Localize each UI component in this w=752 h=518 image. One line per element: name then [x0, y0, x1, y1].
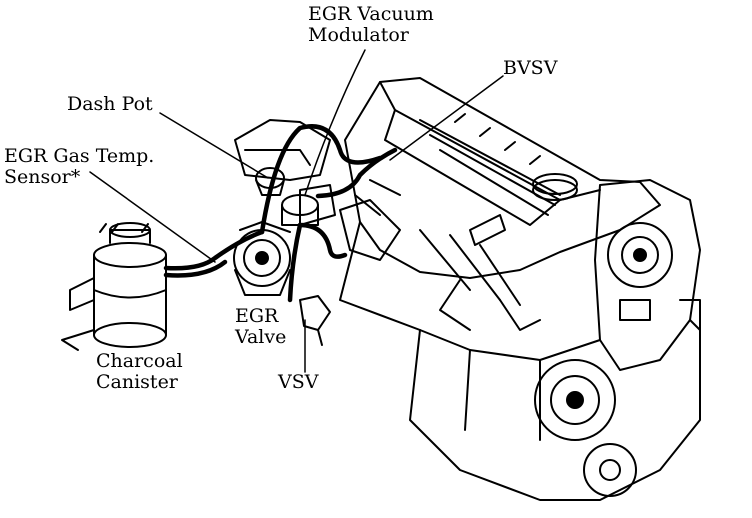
engine-block	[339, 77, 701, 501]
label-egr-gas-temp-sensor: EGR Gas Temp. Sensor*	[4, 146, 154, 188]
charcoal-canister-body	[61, 222, 167, 351]
label-bvsv: BVSV	[503, 57, 558, 79]
throttle-body	[234, 119, 336, 226]
vacuum-hoses	[163, 124, 398, 303]
leader-lines	[89, 49, 504, 373]
label-egr-gas-temp-sensor-line2: Sensor*	[4, 166, 81, 188]
label-charcoal-canister-line1: Charcoal	[96, 350, 183, 372]
label-charcoal-canister: Charcoal Canister	[96, 351, 183, 393]
label-dash-pot: Dash Pot	[67, 93, 153, 115]
label-egr-vacuum-modulator-line1: EGR Vacuum	[308, 3, 434, 25]
label-egr-vacuum-modulator-line2: Modulator	[308, 24, 409, 46]
label-charcoal-canister-line2: Canister	[96, 371, 178, 393]
vsv-body	[299, 295, 331, 346]
label-egr-valve-line1: EGR	[235, 305, 279, 327]
label-egr-valve-line2: Valve	[235, 326, 287, 348]
label-egr-vacuum-modulator: EGR Vacuum Modulator	[308, 4, 434, 46]
label-vsv: VSV	[278, 371, 319, 393]
egr-valve-body	[233, 221, 291, 296]
label-egr-gas-temp-sensor-line1: EGR Gas Temp.	[4, 145, 155, 167]
label-egr-valve: EGR Valve	[235, 306, 286, 348]
